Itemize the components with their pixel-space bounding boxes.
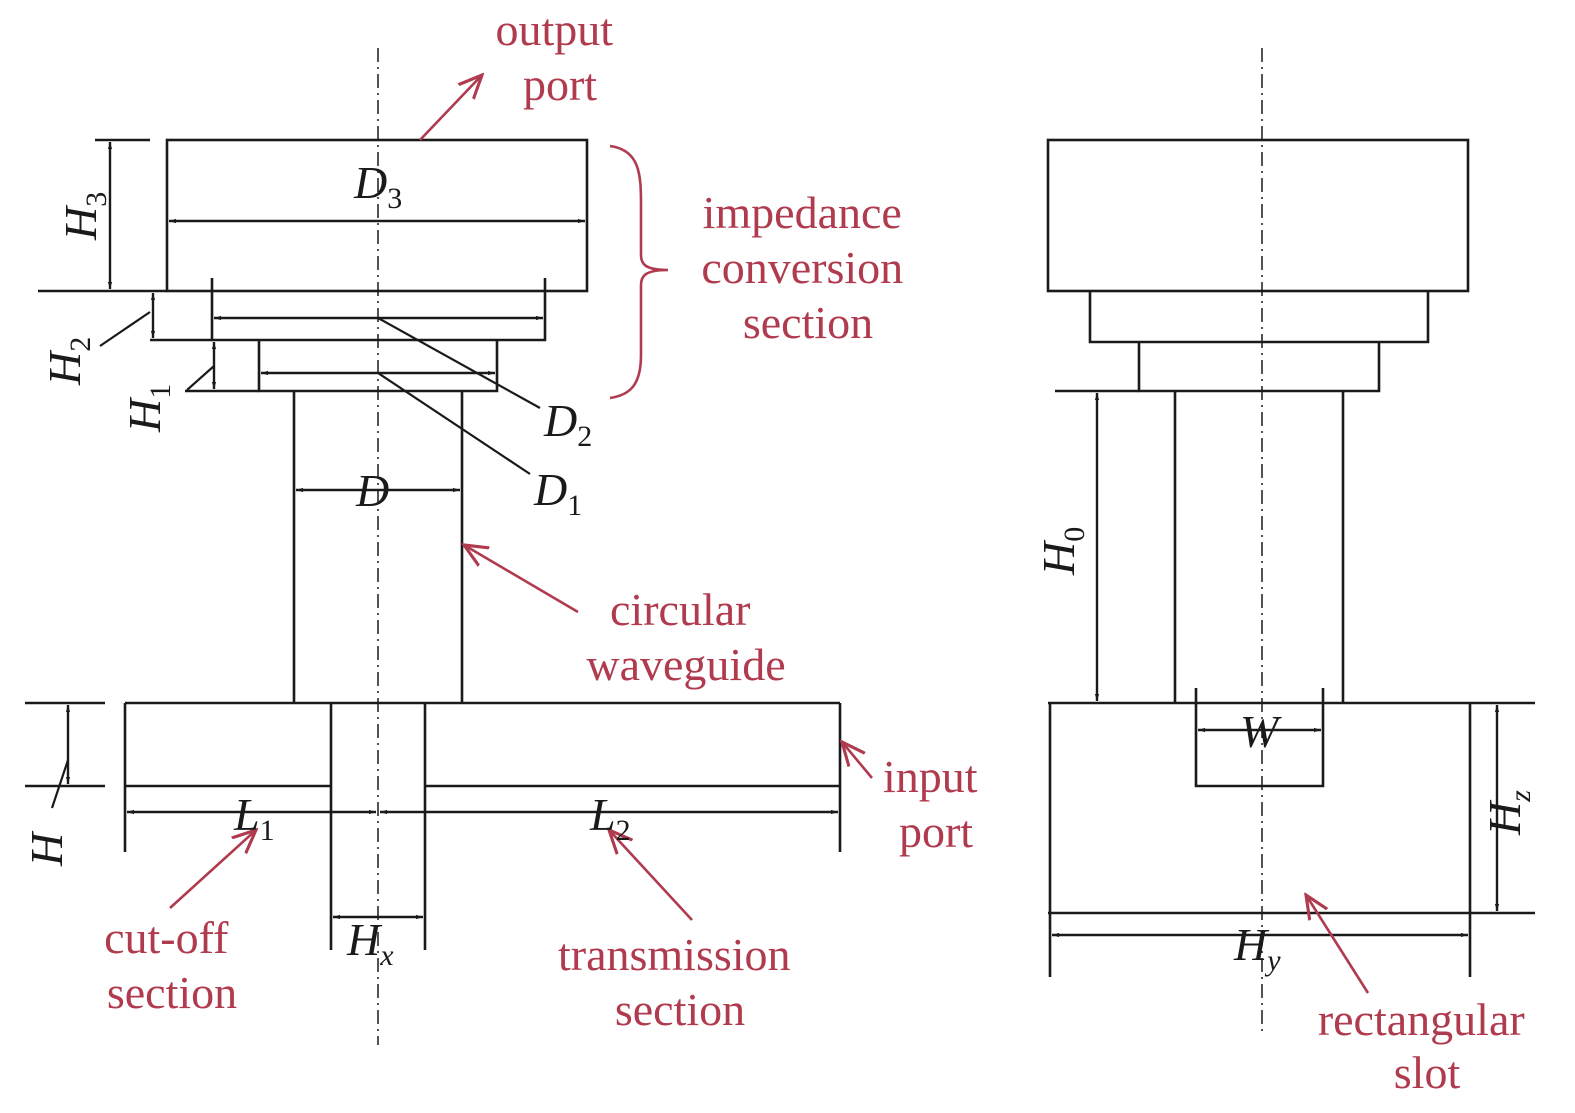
step-one (257, 340, 499, 393)
d2-symbol: D2 (543, 395, 592, 453)
rectangular-slot-label: rectangular slot (1318, 994, 1536, 1098)
right-view: H0 W Hz Hy rectangular slot (1033, 48, 1537, 1098)
impedance-conversion-label: impedance conversion section (701, 187, 914, 348)
impedance-section-brace (609, 144, 669, 400)
top-cylinder (165, 138, 589, 293)
h0-symbol: H0 (1033, 527, 1091, 576)
input-port-arrow (842, 742, 873, 779)
d2-leader (377, 317, 541, 409)
step-two (210, 278, 547, 342)
hy-symbol: Hy (1233, 919, 1281, 977)
h-leader (50, 759, 70, 809)
rectangular-slot-arrow (1306, 895, 1370, 994)
h3-symbol: H3 (55, 192, 113, 241)
h-symbol: H (21, 830, 72, 867)
d-symbol: D (355, 465, 389, 516)
hz-symbol: Hz (1479, 790, 1537, 836)
d1-symbol: D1 (533, 464, 582, 522)
h1-symbol: H1 (119, 384, 177, 433)
right-step-two (1088, 291, 1430, 344)
l1-symbol: L1 (233, 789, 275, 847)
cutoff-section-label: cut-off section (104, 912, 240, 1018)
h2-leader (99, 311, 151, 347)
circular-waveguide-arrow (464, 545, 579, 614)
hx-symbol: Hx (346, 914, 394, 972)
l2-symbol: L2 (589, 789, 631, 847)
circular-waveguide-label: circular waveguide (586, 584, 785, 690)
output-port-label: output port (495, 4, 624, 110)
output-port-arrow (419, 75, 482, 141)
cutoff-section-arrow (169, 830, 256, 909)
w-symbol: W (1240, 706, 1282, 757)
transmission-section-label: transmission section (558, 929, 802, 1035)
transmission-section-arrow (609, 830, 693, 921)
left-view: H3 H2 H1 H D3 D2 D1 D L1 L2 Hx output po… (21, 4, 989, 1045)
d1-leader (377, 372, 531, 475)
h2-symbol: H2 (39, 337, 97, 386)
right-top-block (1046, 138, 1470, 293)
right-step-one (1137, 342, 1381, 393)
input-port-label: input port (883, 751, 989, 857)
h1-leader (186, 365, 215, 391)
d3-symbol: D3 (353, 157, 402, 215)
rectangular-slot (1194, 688, 1325, 788)
